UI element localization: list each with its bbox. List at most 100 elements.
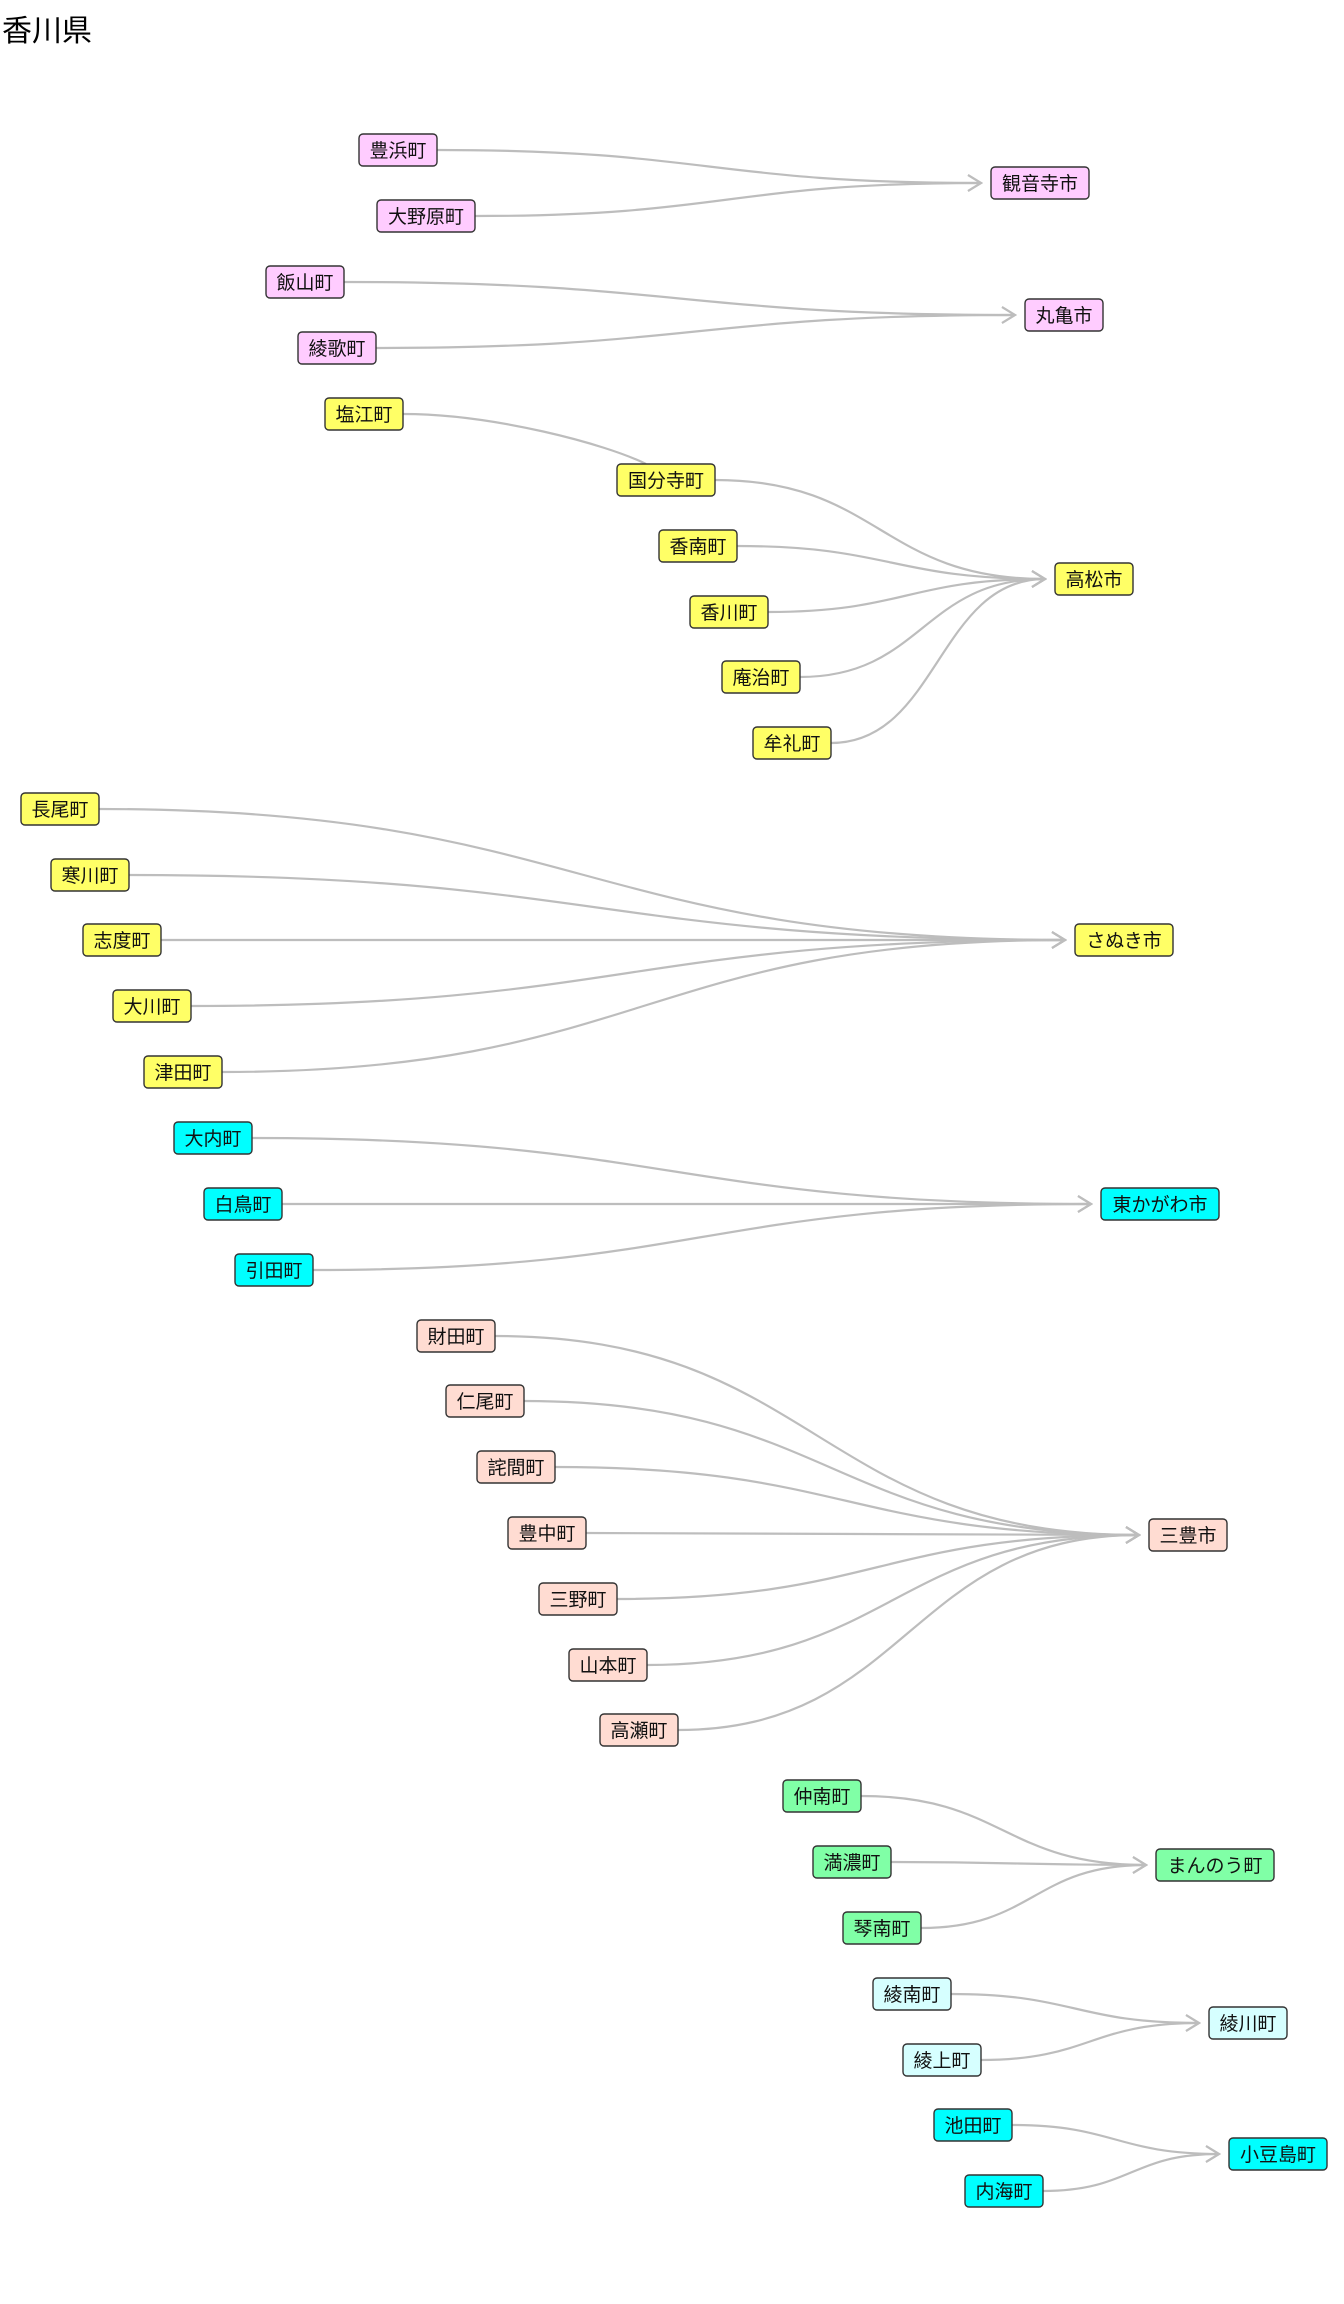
source-node-5-4-label: 三野町 bbox=[549, 1589, 606, 1611]
source-node-3-2-box bbox=[82, 923, 162, 957]
merge-edge-4-0 bbox=[251, 1136, 1092, 1206]
source-node-2-1-label: 香南町 bbox=[669, 536, 726, 558]
source-node-2-1: 香南町 bbox=[658, 529, 738, 563]
source-node-5-6-box bbox=[599, 1713, 679, 1747]
nodes-layer: 観音寺市豊浜町大野原町丸亀市飯山町綾歌町高松市国分寺町香南町香川町庵治町牟礼町塩… bbox=[20, 133, 1328, 2208]
merge-edge-2-1 bbox=[736, 544, 1046, 581]
source-node-3-0-label: 長尾町 bbox=[31, 799, 88, 821]
source-node-6-2-box bbox=[842, 1911, 922, 1945]
source-node-4-2: 引田町 bbox=[234, 1253, 314, 1287]
merge-edge-6-2 bbox=[920, 1863, 1147, 1930]
merge-edge-3-3 bbox=[190, 938, 1066, 1008]
source-node-5-6: 高瀬町 bbox=[599, 1713, 679, 1747]
source-node-5-5-box bbox=[568, 1648, 648, 1682]
target-node-7: 綾川町 bbox=[1208, 2006, 1288, 2040]
merge-edge-1-1 bbox=[375, 313, 1016, 350]
source-node-0-0-box bbox=[358, 133, 438, 167]
merge-edge-0-1-arrowhead bbox=[967, 174, 984, 192]
source-node-4-0-label: 大内町 bbox=[184, 1128, 241, 1150]
source-node-4-2-box bbox=[234, 1253, 314, 1287]
merge-edge-2-2 bbox=[767, 577, 1046, 614]
target-node-5: 三豊市 bbox=[1148, 1518, 1228, 1552]
merge-edge-8-1-arrowhead bbox=[1205, 2145, 1222, 2163]
source-node-7-0-box bbox=[872, 1977, 952, 2011]
merge-edge-2-0 bbox=[714, 478, 1046, 581]
source-node-2-0-box bbox=[616, 463, 716, 497]
merge-edge-6-1 bbox=[890, 1860, 1147, 1867]
source-node-5-3-box bbox=[507, 1516, 587, 1550]
target-node-6-box bbox=[1155, 1848, 1275, 1882]
target-node-1-label: 丸亀市 bbox=[1035, 305, 1092, 327]
merge-edge-2-4 bbox=[830, 577, 1046, 745]
merge-edge-7-1 bbox=[980, 2021, 1200, 2062]
source-node-6-0-label: 仲南町 bbox=[793, 1786, 850, 1808]
target-node-4-label: 東かがわ市 bbox=[1112, 1194, 1207, 1216]
target-node-6: まんのう町 bbox=[1155, 1848, 1275, 1882]
source-node-3-3-box bbox=[112, 989, 192, 1023]
merge-edge-3-0 bbox=[98, 807, 1066, 942]
source-node-2-4-box bbox=[752, 726, 832, 760]
source-node-5-1-label: 仁尾町 bbox=[456, 1391, 513, 1413]
source-node-3-1-box bbox=[50, 858, 130, 892]
target-node-3-label: さぬき市 bbox=[1086, 930, 1162, 952]
source-node-4-2-label: 引田町 bbox=[245, 1260, 302, 1282]
merge-edge-5-0 bbox=[494, 1334, 1140, 1537]
source-node-0-0: 豊浜町 bbox=[358, 133, 438, 167]
source-node-6-1-box bbox=[812, 1845, 892, 1879]
source-node-2-2: 香川町 bbox=[689, 595, 769, 629]
target-node-8: 小豆島町 bbox=[1228, 2137, 1328, 2171]
source-node-5-0-box bbox=[416, 1319, 496, 1353]
chain-source-node-2-label: 塩江町 bbox=[335, 404, 392, 426]
merge-edge-5-1 bbox=[523, 1399, 1140, 1537]
source-node-3-1-label: 寒川町 bbox=[61, 865, 118, 887]
target-node-2: 高松市 bbox=[1054, 562, 1134, 596]
source-node-4-1: 白鳥町 bbox=[203, 1187, 283, 1221]
source-node-8-0-label: 池田町 bbox=[944, 2115, 1001, 2137]
source-node-6-2: 琴南町 bbox=[842, 1911, 922, 1945]
source-node-3-0: 長尾町 bbox=[20, 792, 100, 826]
source-node-3-1: 寒川町 bbox=[50, 858, 130, 892]
target-node-4-box bbox=[1100, 1187, 1220, 1221]
source-node-6-1-label: 満濃町 bbox=[823, 1852, 880, 1874]
target-node-5-label: 三豊市 bbox=[1159, 1525, 1216, 1547]
merge-edge-3-4-arrowhead bbox=[1051, 931, 1068, 949]
source-node-0-1: 大野原町 bbox=[376, 199, 476, 233]
target-node-2-box bbox=[1054, 562, 1134, 596]
edges-layer bbox=[98, 148, 1222, 2193]
source-node-8-0: 池田町 bbox=[933, 2108, 1013, 2142]
merge-edge-5-6 bbox=[677, 1533, 1140, 1732]
merge-edge-3-1 bbox=[128, 873, 1066, 942]
source-node-5-2: 詫間町 bbox=[476, 1450, 556, 1484]
source-node-7-1-label: 綾上町 bbox=[913, 2050, 970, 2072]
source-node-4-1-box bbox=[203, 1187, 283, 1221]
target-node-7-box bbox=[1208, 2006, 1288, 2040]
source-node-5-5: 山本町 bbox=[568, 1648, 648, 1682]
merge-edge-5-5 bbox=[646, 1533, 1140, 1667]
page-title: 香川県 bbox=[2, 14, 92, 49]
merge-edge-4-2-arrowhead bbox=[1077, 1195, 1094, 1213]
source-node-5-1: 仁尾町 bbox=[445, 1384, 525, 1418]
source-node-4-1-label: 白鳥町 bbox=[214, 1194, 271, 1216]
merge-edge-5-4 bbox=[616, 1533, 1140, 1601]
source-node-5-3-label: 豊中町 bbox=[518, 1523, 575, 1545]
source-node-1-0-label: 飯山町 bbox=[276, 272, 333, 294]
source-node-6-0: 仲南町 bbox=[782, 1779, 862, 1813]
source-node-7-0-label: 綾南町 bbox=[883, 1984, 940, 2006]
target-node-7-label: 綾川町 bbox=[1219, 2013, 1276, 2035]
source-node-5-3: 豊中町 bbox=[507, 1516, 587, 1550]
source-node-2-3-label: 庵治町 bbox=[732, 667, 789, 689]
source-node-2-2-box bbox=[689, 595, 769, 629]
merge-edge-0-1 bbox=[474, 181, 982, 218]
source-node-3-4-box bbox=[143, 1055, 223, 1089]
source-node-6-0-box bbox=[782, 1779, 862, 1813]
source-node-5-4: 三野町 bbox=[538, 1582, 618, 1616]
source-node-7-0: 綾南町 bbox=[872, 1977, 952, 2011]
source-node-1-0: 飯山町 bbox=[265, 265, 345, 299]
source-node-1-1-box bbox=[297, 331, 377, 365]
source-node-2-1-box bbox=[658, 529, 738, 563]
source-node-2-3: 庵治町 bbox=[721, 660, 801, 694]
source-node-2-4-label: 牟礼町 bbox=[763, 733, 820, 755]
source-node-8-0-box bbox=[933, 2108, 1013, 2142]
source-node-5-0-label: 財田町 bbox=[427, 1326, 484, 1348]
merge-edge-3-4 bbox=[221, 938, 1066, 1074]
